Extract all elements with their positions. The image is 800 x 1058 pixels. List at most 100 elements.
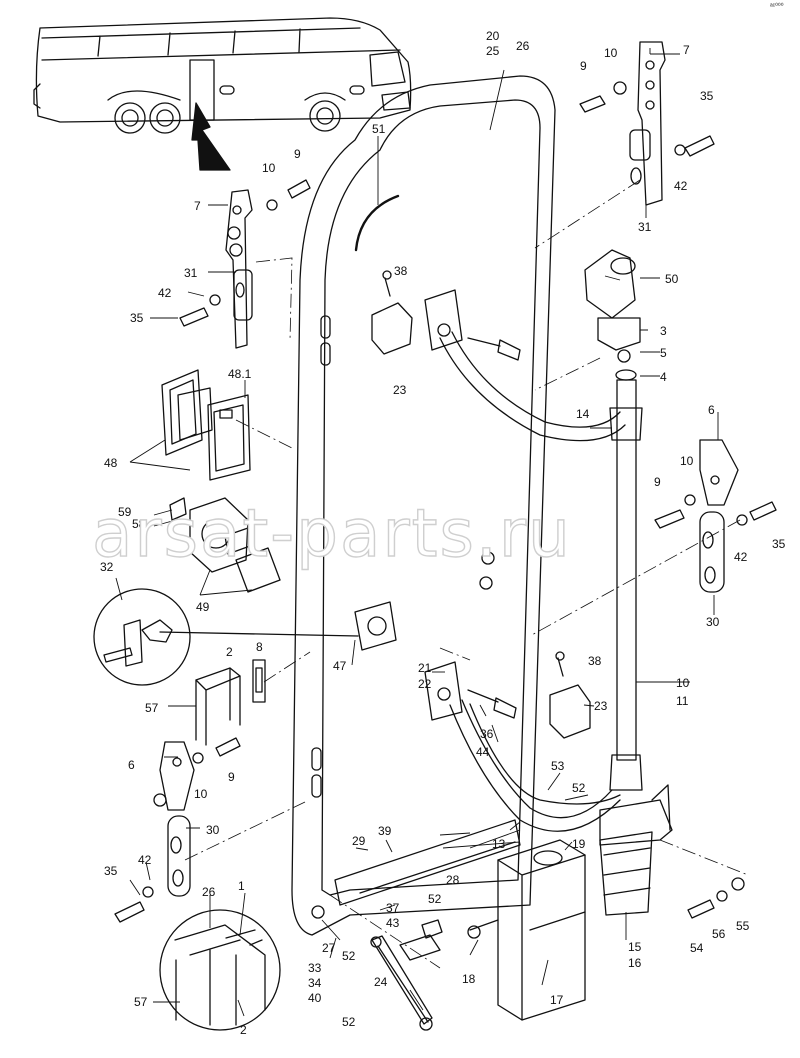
label-20: 20 bbox=[486, 29, 500, 43]
label-52-arm: 52 bbox=[572, 781, 586, 795]
label-10-column: 10 bbox=[676, 676, 690, 690]
lower-arm bbox=[424, 661, 621, 832]
label-10-right: 10 bbox=[680, 454, 694, 468]
label-35-top-right: 35 bbox=[700, 89, 714, 103]
label-10-top-right: 10 bbox=[604, 46, 618, 60]
label-18: 18 bbox=[462, 972, 476, 986]
right-hinge-lower bbox=[654, 439, 777, 593]
label-27: 27 bbox=[322, 941, 336, 955]
label-59: 59 bbox=[118, 505, 132, 519]
label-37: 37 bbox=[386, 901, 400, 915]
label-42-top-right: 42 bbox=[674, 179, 688, 193]
hinge-cap bbox=[584, 249, 636, 319]
label-9-top-right: 9 bbox=[580, 59, 587, 73]
corner-mark: ᵃᶜ⁰⁰⁰ bbox=[770, 2, 784, 10]
label-26-top: 26 bbox=[516, 39, 530, 53]
label-10-left-lower: 10 bbox=[194, 787, 208, 801]
label-22: 22 bbox=[418, 677, 432, 691]
left-hinge-lower bbox=[114, 737, 241, 923]
label-57-detail: 57 bbox=[134, 995, 148, 1009]
label-51: 51 bbox=[372, 122, 386, 136]
cover-plate bbox=[354, 601, 397, 651]
label-30-left: 30 bbox=[206, 823, 220, 837]
label-55: 55 bbox=[736, 919, 750, 933]
label-31-left: 31 bbox=[184, 266, 198, 280]
label-52-bottom: 52 bbox=[342, 1015, 356, 1029]
label-42-left: 42 bbox=[158, 286, 172, 300]
label-11: 11 bbox=[676, 694, 689, 708]
label-34: 34 bbox=[308, 976, 322, 990]
label-53: 53 bbox=[551, 759, 565, 773]
bracket-57 bbox=[195, 667, 241, 746]
label-1: 1 bbox=[238, 879, 245, 893]
label-7-left: 7 bbox=[194, 199, 201, 213]
detail-circle-frame bbox=[159, 909, 281, 1031]
label-17: 17 bbox=[550, 993, 564, 1007]
label-14: 14 bbox=[576, 407, 590, 421]
label-50: 50 bbox=[665, 272, 679, 286]
lock-assembly bbox=[169, 497, 281, 593]
label-44: 44 bbox=[476, 745, 490, 759]
buffer-block-upper bbox=[371, 302, 413, 355]
label-57-upper: 57 bbox=[145, 701, 159, 715]
left-hinge-upper bbox=[179, 179, 311, 349]
label-16: 16 bbox=[628, 956, 642, 970]
buffer-block-lower bbox=[549, 684, 591, 739]
gas-spring bbox=[370, 919, 443, 1031]
label-2-detail: 2 bbox=[240, 1023, 247, 1037]
label-52-washer: 52 bbox=[428, 892, 442, 906]
upper-arm bbox=[424, 289, 626, 442]
label-43: 43 bbox=[386, 916, 400, 930]
label-19: 19 bbox=[572, 837, 586, 851]
label-35-right: 35 bbox=[772, 537, 786, 551]
label-58: 58 bbox=[132, 517, 146, 531]
label-33: 33 bbox=[308, 961, 322, 975]
part-labels: 20 25 26 51 10 7 9 35 42 31 50 3 5 4 14 … bbox=[100, 29, 786, 1037]
detail-circle-lock bbox=[93, 588, 359, 686]
watermark-text: arsat-parts.ru bbox=[92, 495, 572, 572]
label-56: 56 bbox=[712, 927, 726, 941]
label-10-left: 10 bbox=[262, 161, 276, 175]
label-36: 36 bbox=[480, 727, 494, 741]
label-23-lower: 23 bbox=[594, 699, 608, 713]
label-2-upper: 2 bbox=[226, 645, 233, 659]
label-26-detail: 26 bbox=[202, 885, 216, 899]
label-40: 40 bbox=[308, 991, 322, 1005]
door-column bbox=[599, 369, 673, 916]
label-23-upper: 23 bbox=[393, 383, 407, 397]
label-25: 25 bbox=[486, 44, 500, 58]
right-hinge-upper bbox=[579, 41, 715, 206]
striker-plate bbox=[252, 659, 266, 703]
bus-overview bbox=[33, 17, 412, 134]
label-21: 21 bbox=[418, 661, 432, 675]
label-35-left: 35 bbox=[130, 311, 144, 325]
label-13: 13 bbox=[492, 837, 506, 851]
label-54: 54 bbox=[690, 941, 704, 955]
label-30-right: 30 bbox=[706, 615, 720, 629]
label-15: 15 bbox=[628, 940, 642, 954]
label-52-lower: 52 bbox=[342, 949, 356, 963]
door-panel bbox=[291, 75, 556, 936]
label-38-lower: 38 bbox=[588, 654, 602, 668]
label-48-1: 48.1 bbox=[228, 367, 252, 381]
valve-box bbox=[467, 839, 586, 1021]
label-39: 39 bbox=[378, 824, 392, 838]
indicator-arrow bbox=[191, 102, 231, 171]
label-47: 47 bbox=[333, 659, 347, 673]
label-31-top-right: 31 bbox=[638, 220, 652, 234]
label-49: 49 bbox=[196, 600, 210, 614]
handle-assembly bbox=[161, 369, 251, 481]
label-6-left: 6 bbox=[128, 758, 135, 772]
label-7-top-right: 7 bbox=[683, 43, 690, 57]
label-9-left: 9 bbox=[294, 147, 301, 161]
label-8: 8 bbox=[256, 640, 263, 654]
label-24: 24 bbox=[374, 975, 388, 989]
label-38-upper: 38 bbox=[394, 264, 408, 278]
leader-lines bbox=[115, 48, 719, 1017]
alignment-lines bbox=[184, 179, 749, 969]
label-4: 4 bbox=[660, 370, 667, 384]
label-6-right: 6 bbox=[708, 403, 715, 417]
label-5: 5 bbox=[660, 346, 667, 360]
